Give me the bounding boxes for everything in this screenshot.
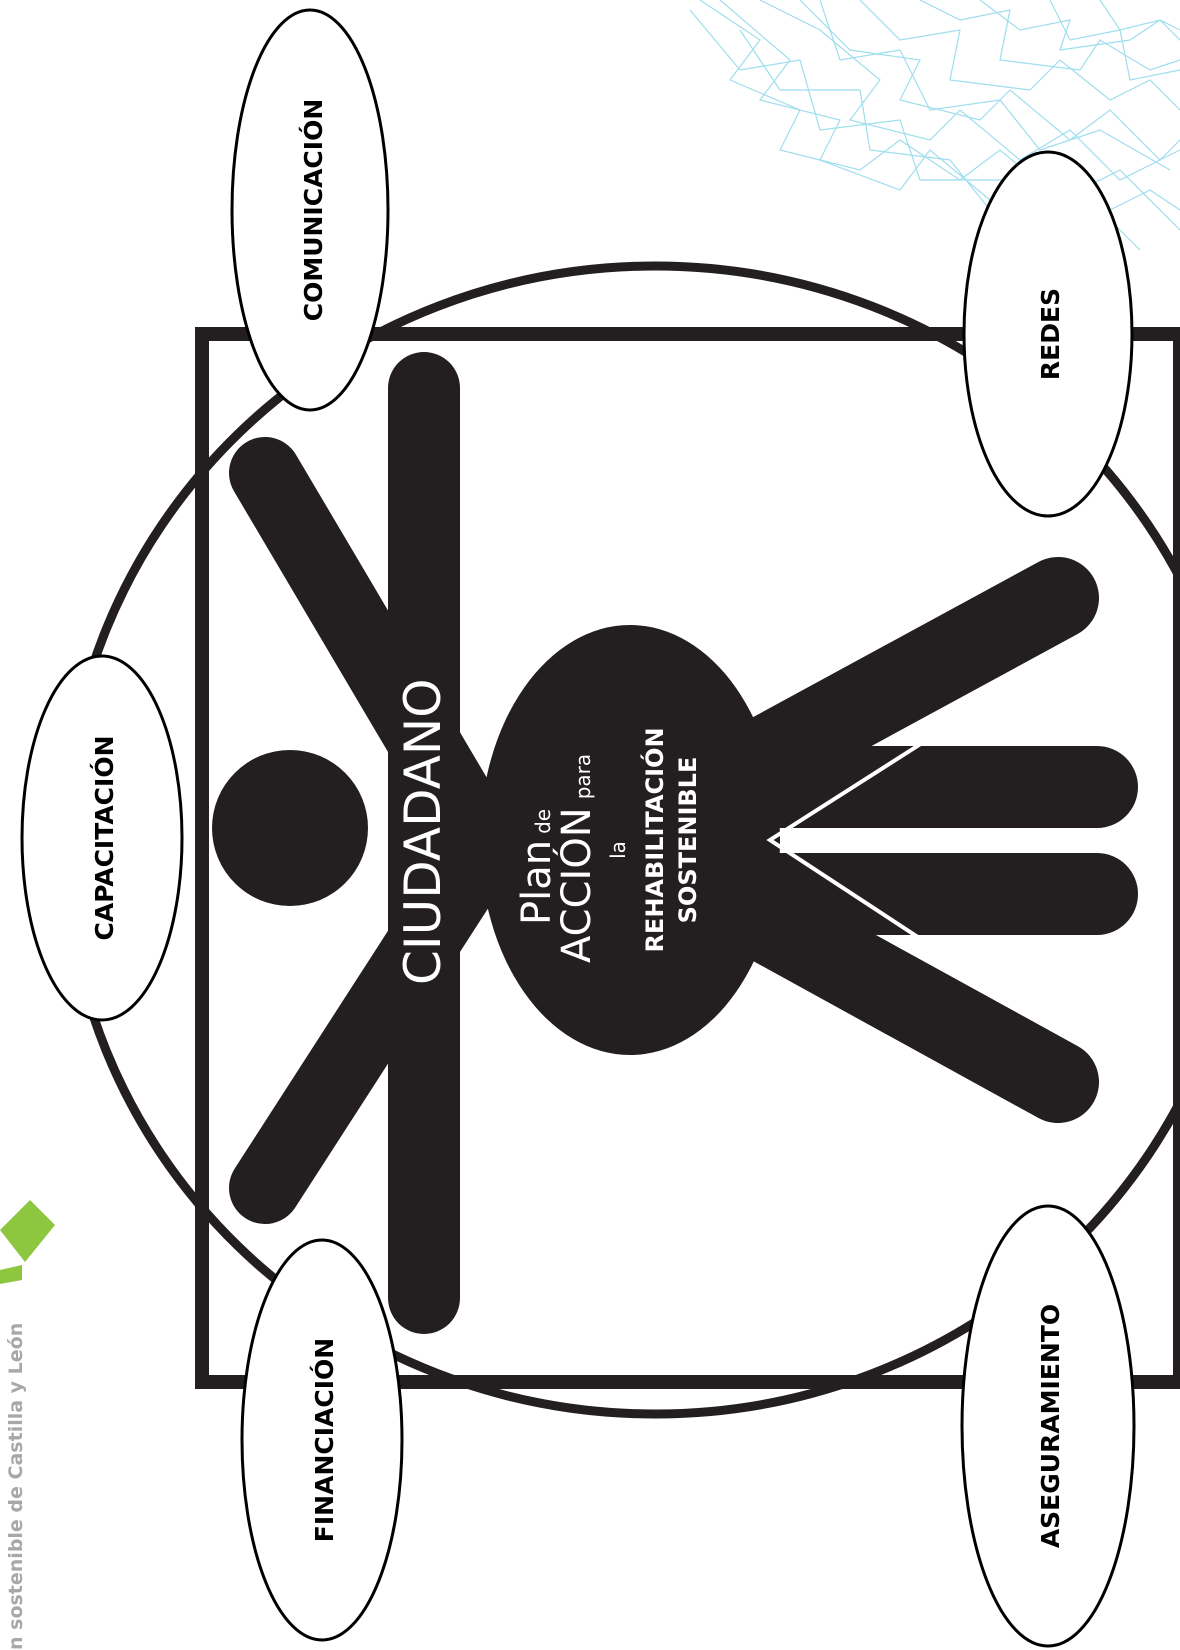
la-word: la — [606, 841, 630, 859]
ellipse-capacitacion: CAPACITACIÓN — [22, 656, 182, 1020]
figure-leg-outer-1 — [760, 598, 1058, 760]
watermark-text: n sostenible de Castilla y León — [5, 1323, 27, 1650]
line-sostenible: SOSTENIBLE — [674, 757, 702, 924]
ellipse-aseguramiento: ASEGURAMIENTO — [962, 1206, 1134, 1646]
figure-leg-inner-1 — [740, 746, 1138, 828]
de-word: de — [531, 809, 555, 834]
label-financiacion: FINANCIACIÓN — [309, 1338, 339, 1542]
figure-head — [212, 750, 368, 906]
accion-word: ACCIÓN — [552, 807, 600, 963]
title-ciudadano: CIUDADANO — [394, 678, 452, 985]
ellipse-comunicacion: COMUNICACIÓN — [232, 10, 388, 410]
figure-leg-outer-2 — [760, 918, 1058, 1082]
label-capacitacion: CAPACITACIÓN — [89, 735, 119, 940]
logo-chevron — [0, 1200, 55, 1284]
label-comunicacion: COMUNICACIÓN — [298, 99, 328, 322]
label-redes: REDES — [1036, 288, 1065, 380]
ellipse-financiacion: FINANCIACIÓN — [242, 1240, 402, 1640]
figure-leg-inner-2 — [740, 853, 1138, 935]
line-rehabilitacion: REHABILITACIÓN — [639, 727, 669, 952]
para-word: para — [571, 754, 595, 799]
label-aseguramiento: ASEGURAMIENTO — [1036, 1304, 1065, 1548]
ellipse-redes: REDES — [964, 152, 1132, 516]
